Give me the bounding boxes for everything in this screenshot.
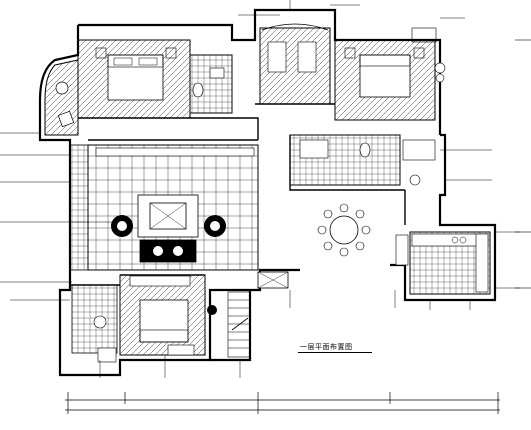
annotation-leaders-top [238,0,360,16]
bay-window-lounge [44,59,79,136]
bedroom-top-right [334,27,446,121]
toilet-icon [359,142,371,158]
title-underline [298,352,372,353]
plant-icon [207,305,217,315]
double-bed [139,299,189,343]
annotation-leaders-bottom [99,290,471,378]
central-room-top [259,23,331,105]
lounge-chair [55,81,69,95]
kitchen [395,231,491,295]
bathroom-bottom-left [71,284,118,363]
bedroom-bottom [119,274,217,356]
bathroom-right [289,134,436,186]
double-bed [359,54,411,98]
dining-area [317,203,371,257]
left-corridor [69,144,89,271]
side-chair [57,110,75,128]
dining-table [329,215,359,245]
basin-icon [209,67,225,79]
staircase [227,291,251,358]
annotation-leaders-left [0,132,112,301]
dimension-line [65,392,500,414]
bathtub-icon [299,139,329,159]
interior-walls [70,103,406,286]
bedroom-top-left [77,39,191,119]
drawing-title: 一层平面布置图 [300,343,353,351]
sofa [139,239,197,263]
axis-marks-right [515,39,531,289]
double-bed [107,54,164,101]
entry-cabinet [257,271,289,289]
living-room [87,144,259,271]
toilet-icon [192,82,204,98]
tv-cabinet [95,147,255,157]
coffee-table [149,202,187,230]
bathroom-upper [189,54,233,114]
